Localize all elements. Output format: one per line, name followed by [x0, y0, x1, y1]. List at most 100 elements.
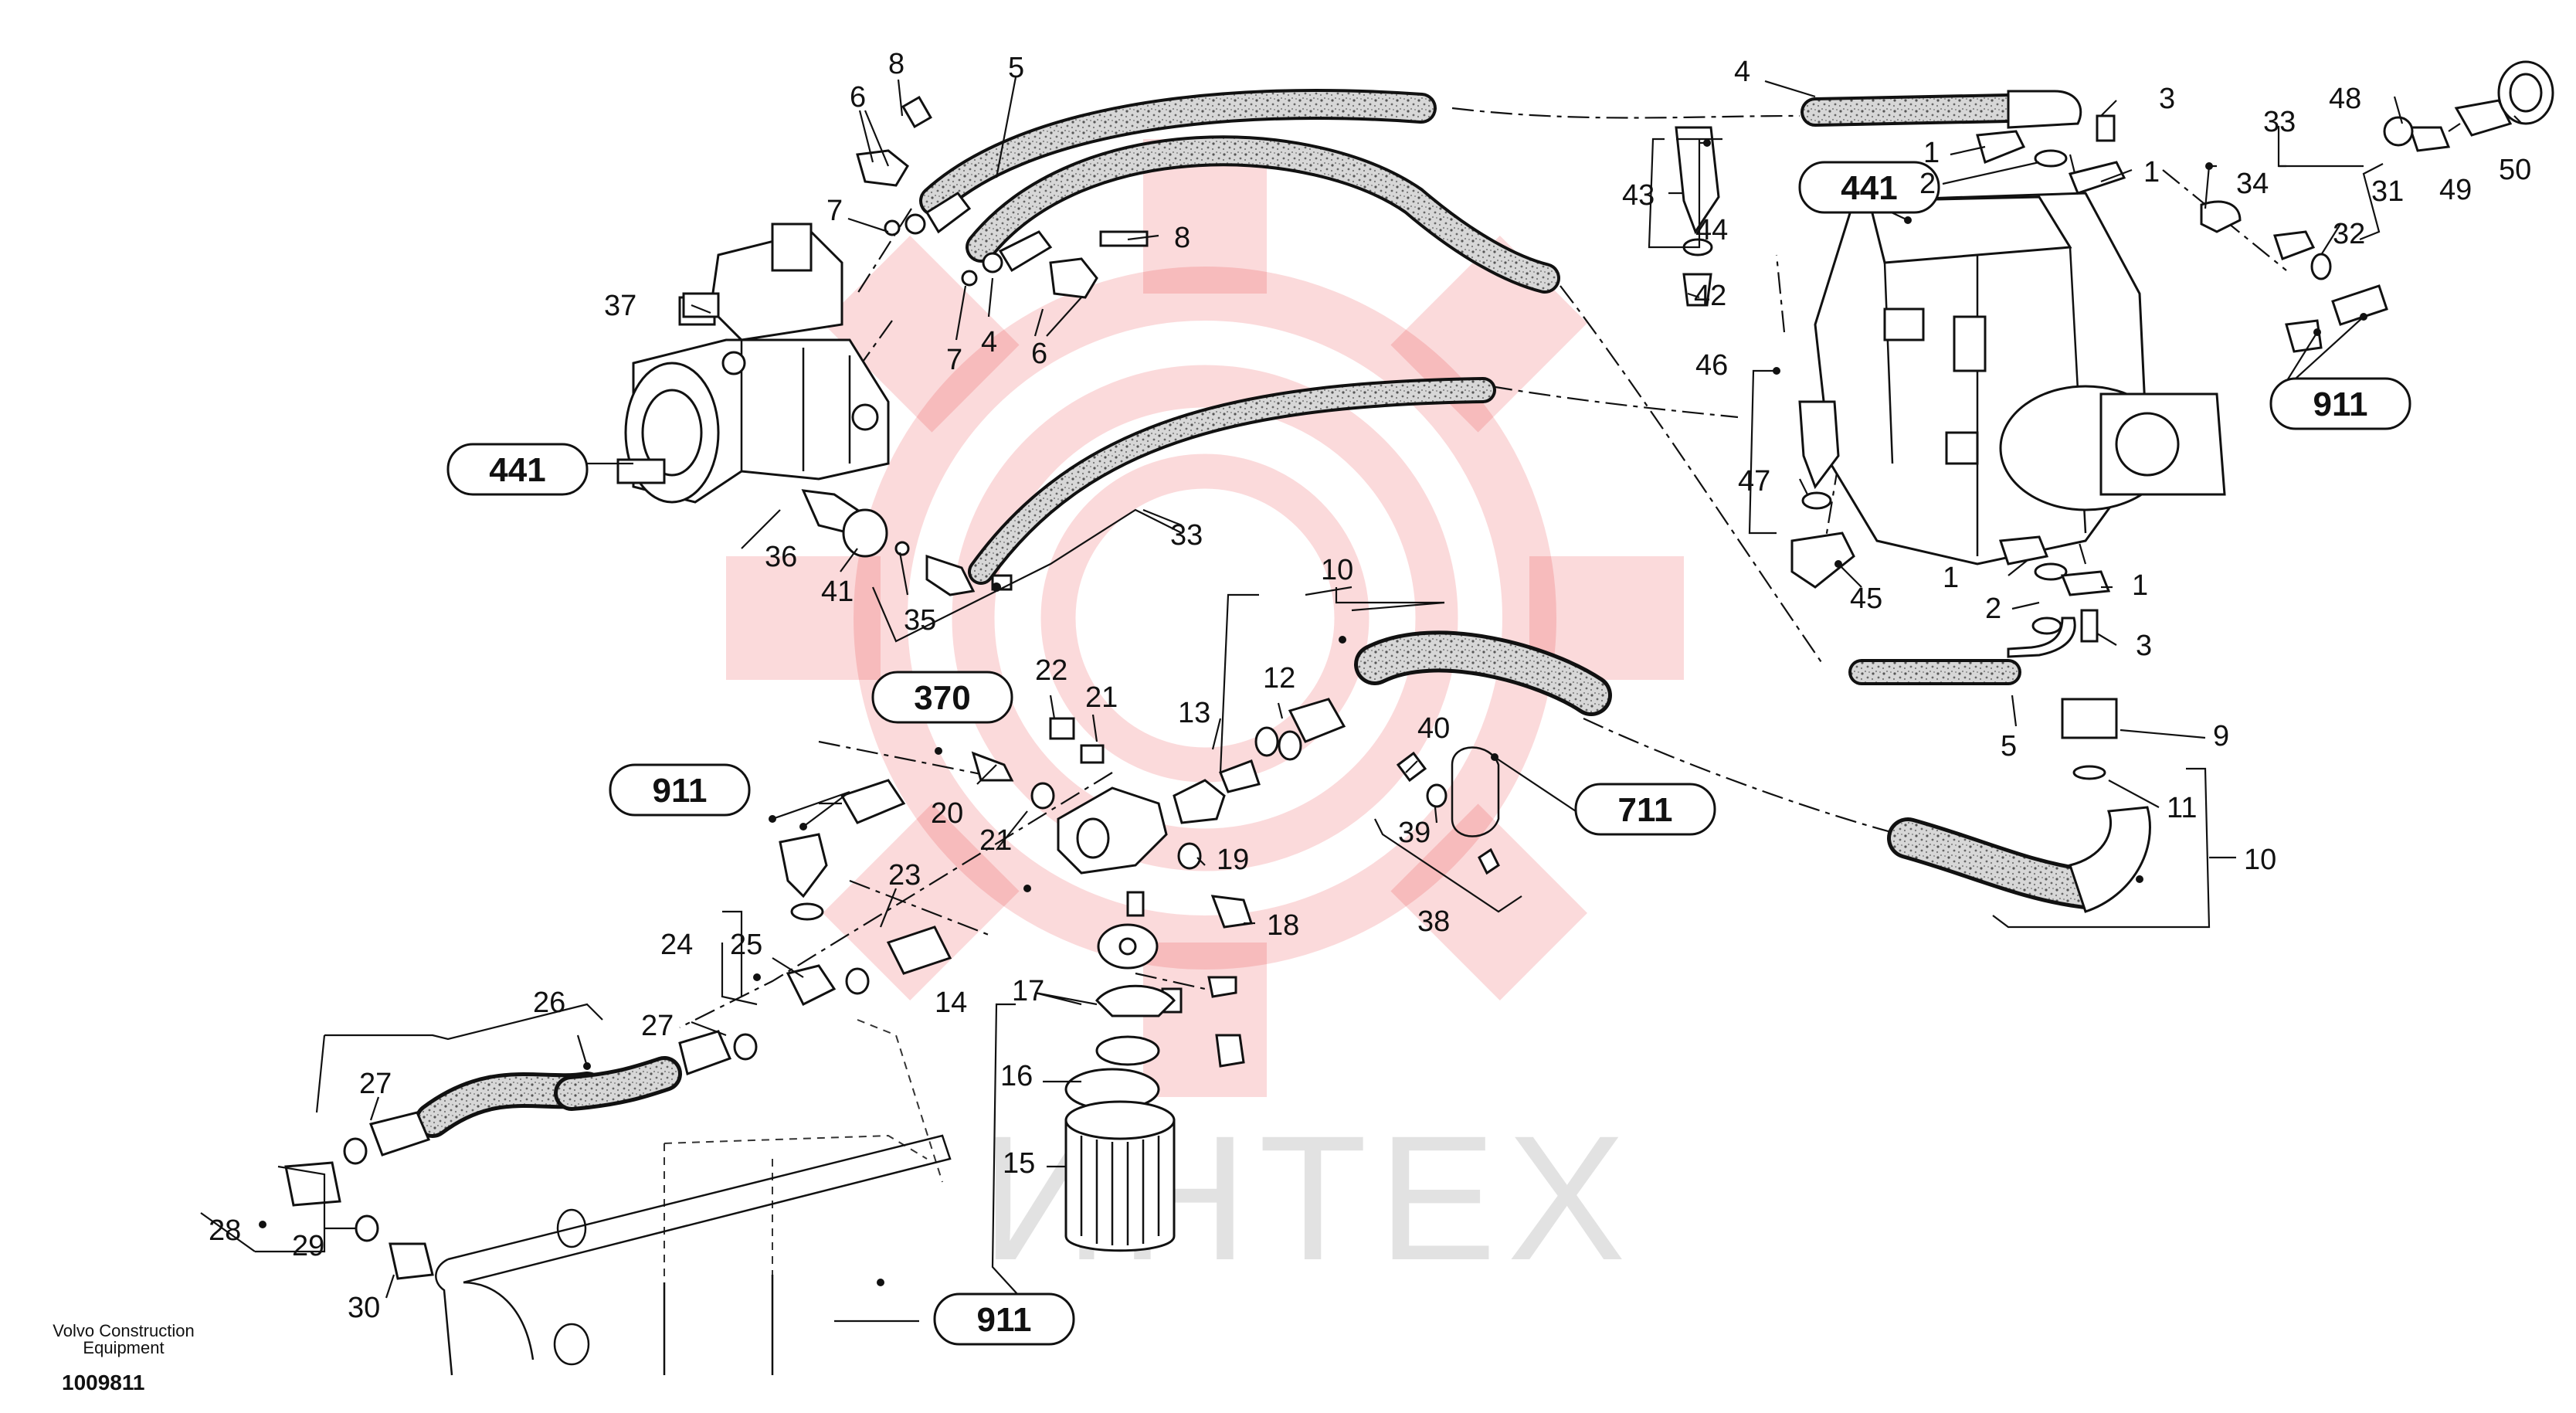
part-label: 13 — [1178, 697, 1210, 729]
part-label: 23 — [888, 859, 921, 892]
brand-caption: Volvo Construction Equipment — [31, 1323, 216, 1357]
svg-text:441: 441 — [489, 451, 545, 489]
part-label: 4 — [1734, 56, 1750, 88]
part-label: 5 — [2001, 730, 2017, 763]
svg-text:911: 911 — [2313, 386, 2368, 423]
part-label: 7 — [826, 195, 843, 227]
lower-left-fittings — [284, 779, 952, 1280]
part-label: 27 — [641, 1010, 674, 1042]
part-label: 2 — [1919, 168, 1936, 200]
part-label: 15 — [1003, 1147, 1035, 1180]
hose-10-right — [1887, 806, 2151, 913]
filter-assembly — [971, 698, 1500, 1252]
part-label: 25 — [730, 929, 762, 961]
part-label: 46 — [1695, 349, 1728, 382]
part-label: 5 — [1008, 52, 1024, 84]
leader-lines — [200, 76, 2523, 1323]
ref-box-441-right: 441 — [1798, 161, 1940, 214]
part-label: 10 — [1321, 554, 1353, 586]
part-label: 22 — [1035, 654, 1067, 687]
ref-box-911-left: 911 — [609, 763, 751, 817]
ref-box-370: 370 — [871, 671, 1013, 724]
svg-text:711: 711 — [1618, 791, 1673, 829]
part-label: 30 — [348, 1292, 380, 1324]
part-label: 6 — [850, 81, 866, 114]
ref-box-711: 711 — [1574, 783, 1716, 836]
part-label: 43 — [1622, 179, 1655, 212]
part-label: 8 — [1174, 222, 1190, 254]
part-label: 9 — [2213, 720, 2229, 752]
part-label: 26 — [533, 987, 565, 1019]
hose-upper-long — [919, 89, 1437, 216]
part-label: 1 — [2132, 569, 2148, 602]
hose-26 — [415, 1056, 682, 1138]
part-label: 33 — [2263, 106, 2296, 138]
part-label: 24 — [660, 929, 693, 961]
part-label: 3 — [2136, 630, 2152, 662]
part-label: 34 — [2236, 168, 2269, 200]
part-label: 27 — [359, 1068, 392, 1100]
hose-10-center — [1354, 630, 1612, 716]
svg-text:370: 370 — [914, 679, 970, 717]
brand-line-2: Equipment — [83, 1338, 165, 1357]
part-number-labels: 8 5 6 7 37 7 4 8 6 36 41 35 33 4 3 1 2 1… — [209, 48, 2531, 1324]
ref-box-911-right: 911 — [2269, 377, 2411, 430]
part-label: 4 — [981, 326, 997, 358]
part-label: 3 — [2159, 83, 2175, 115]
part-label: 7 — [946, 344, 962, 376]
hose-33 — [968, 377, 1496, 585]
svg-text:441: 441 — [1841, 169, 1897, 207]
part-label: 41 — [821, 576, 854, 608]
left-pump-assembly — [616, 95, 1149, 596]
part-label: 11 — [2167, 792, 2197, 824]
part-label: 42 — [1694, 280, 1726, 312]
part-label: 29 — [292, 1230, 324, 1262]
part-label: 1 — [1943, 562, 1959, 594]
ref-box-911-bottom: 911 — [933, 1292, 1075, 1346]
part-label: 39 — [1398, 817, 1431, 849]
part-label: 1 — [1923, 137, 1940, 169]
reference-dots — [259, 139, 2367, 1286]
part-label: 38 — [1417, 905, 1450, 938]
part-label: 47 — [1738, 465, 1770, 498]
hose-5-lower — [1848, 616, 2076, 685]
part-label: 14 — [935, 987, 967, 1019]
part-label: 16 — [1000, 1060, 1033, 1092]
part-label: 36 — [765, 541, 797, 573]
part-label: 18 — [1267, 909, 1299, 942]
tank-outline — [435, 1019, 952, 1376]
part-label: 12 — [1263, 662, 1295, 695]
part-label: 32 — [2333, 218, 2365, 250]
part-label: 20 — [931, 797, 963, 830]
part-label: 33 — [1170, 519, 1203, 552]
part-label: 40 — [1417, 712, 1450, 745]
part-label: 31 — [2371, 175, 2404, 208]
brand-line-1: Volvo Construction — [53, 1321, 195, 1340]
hose-4-right — [1800, 90, 2082, 129]
part-label: 10 — [2244, 844, 2276, 876]
ref-box-441-left: 441 — [446, 443, 589, 496]
part-label: 44 — [1695, 214, 1728, 246]
part-label: 19 — [1217, 844, 1249, 876]
hose-5-upper — [966, 135, 1560, 294]
part-label: 45 — [1850, 583, 1882, 615]
part-label: 35 — [904, 604, 936, 637]
part-label: 17 — [1012, 975, 1044, 1007]
part-label: 6 — [1031, 338, 1047, 370]
part-label: 21 — [979, 824, 1012, 857]
part-label: 49 — [2439, 174, 2472, 206]
part-label: 21 — [1085, 681, 1118, 714]
hoses — [415, 89, 2151, 1138]
part-label: 8 — [888, 48, 904, 80]
part-label: 1 — [2143, 156, 2160, 189]
part-label: 2 — [1985, 593, 2001, 625]
part-label: 37 — [604, 290, 636, 322]
part-label: 48 — [2329, 83, 2361, 115]
part-label: 28 — [209, 1214, 241, 1247]
svg-text:911: 911 — [653, 772, 708, 810]
document-number: 1009811 — [62, 1371, 145, 1394]
svg-text:911: 911 — [977, 1301, 1032, 1339]
part-label: 50 — [2499, 154, 2531, 186]
